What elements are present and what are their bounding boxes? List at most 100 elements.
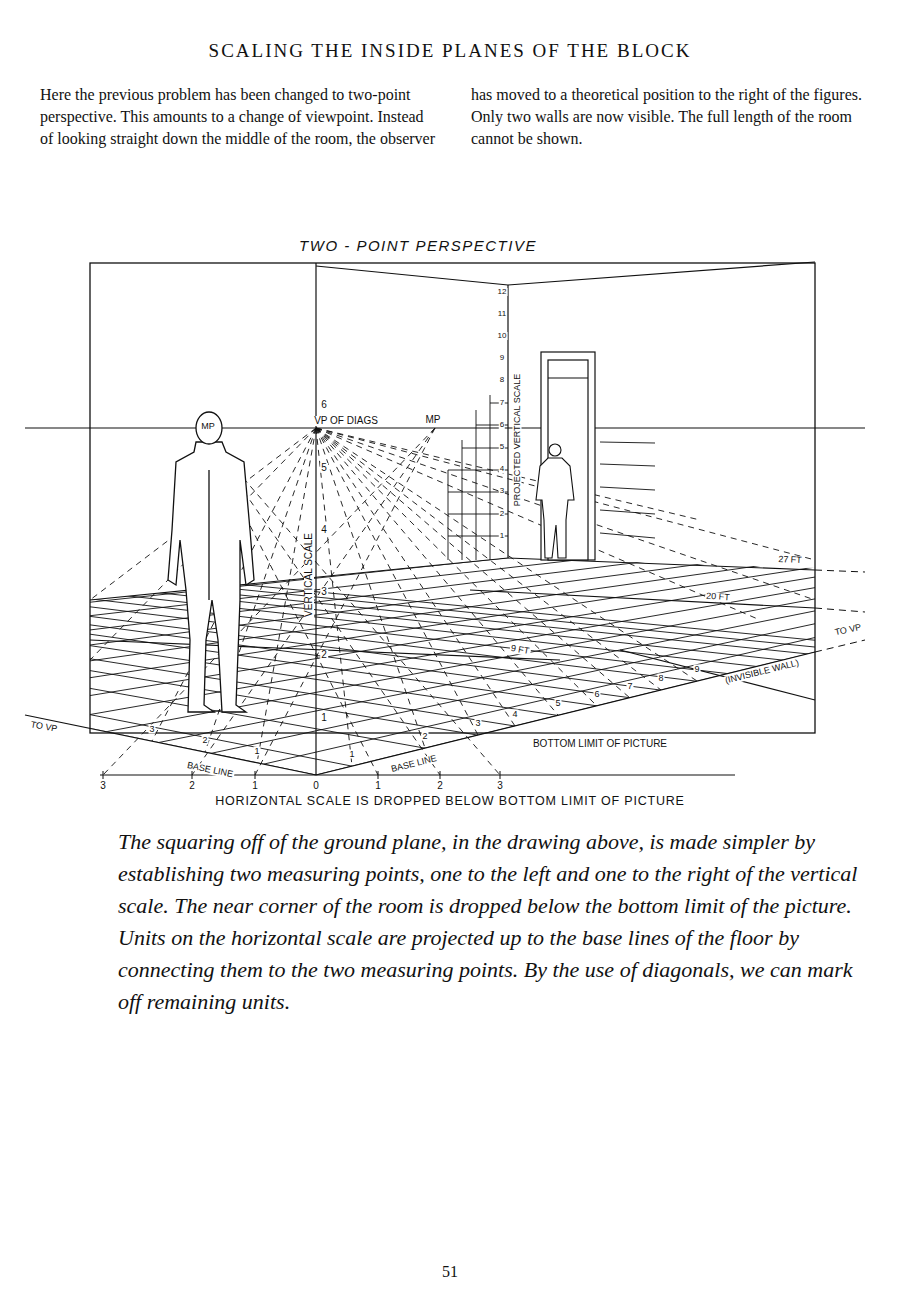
diagonal-line bbox=[255, 428, 435, 775]
scale-tick bbox=[192, 771, 193, 779]
wall-grid bbox=[600, 510, 655, 514]
diagonal-line bbox=[316, 428, 558, 715]
wall-grid bbox=[600, 442, 655, 443]
diagonal-line bbox=[316, 428, 697, 681]
base-number: 1 bbox=[348, 750, 355, 759]
room-edge bbox=[25, 715, 316, 775]
room-edge bbox=[100, 774, 735, 775]
wall-grid bbox=[600, 533, 655, 538]
point-label: VP OF DIAGS bbox=[313, 416, 379, 426]
diagonal-line bbox=[316, 428, 661, 690]
scale-tick bbox=[103, 771, 500, 779]
dashed-extension bbox=[815, 570, 865, 652]
base-number: 1 bbox=[253, 746, 260, 755]
scale-number: 4 bbox=[499, 465, 505, 473]
scale-tick bbox=[255, 771, 256, 779]
scale-label: PROJECTED VERTICAL SCALE bbox=[513, 373, 522, 508]
wall-grid bbox=[448, 470, 449, 560]
standing-man bbox=[196, 412, 222, 444]
wall-grid bbox=[476, 410, 477, 560]
intro-text: Here the previous problem has been chang… bbox=[40, 84, 868, 150]
page-number: 51 bbox=[441, 1264, 459, 1280]
base-number: 4 bbox=[511, 710, 518, 719]
diagonal-line bbox=[316, 428, 478, 735]
base-number: 8 bbox=[657, 674, 664, 683]
floor-grid bbox=[0, 428, 850, 644]
scale-number: 3 bbox=[99, 781, 107, 791]
room-edge bbox=[316, 266, 508, 285]
room-edge bbox=[90, 558, 508, 600]
scale-number: 8 bbox=[499, 376, 505, 384]
wall-label: (INVISIBLE WALL) bbox=[723, 658, 801, 686]
horizon-line bbox=[25, 427, 865, 428]
floor-grid bbox=[0, 428, 900, 634]
scale-number: 1 bbox=[320, 713, 328, 723]
room-edge bbox=[90, 640, 560, 660]
scale-tick bbox=[500, 771, 501, 779]
scale-number: 5 bbox=[499, 443, 505, 451]
diagonal-line bbox=[103, 428, 435, 775]
diagonal-line bbox=[152, 428, 316, 741]
small-figure bbox=[536, 458, 574, 558]
diagonal-line bbox=[257, 428, 316, 763]
diagonal-line bbox=[316, 428, 700, 520]
standing-man bbox=[208, 470, 209, 600]
floor-grid bbox=[0, 428, 352, 766]
floor-grid bbox=[0, 428, 597, 706]
room-edge bbox=[507, 285, 508, 558]
wall-grid bbox=[600, 487, 655, 490]
base-number: 2 bbox=[421, 732, 428, 741]
dimension-label: 20 FT bbox=[705, 592, 731, 603]
dashed-extension bbox=[815, 640, 865, 652]
door bbox=[548, 377, 588, 378]
diagonal-line bbox=[316, 428, 597, 706]
scale-number: 1 bbox=[374, 781, 382, 791]
scale-number: 4 bbox=[320, 525, 328, 535]
scale-number: 7 bbox=[499, 399, 505, 407]
wall-grid bbox=[462, 440, 463, 560]
direction-label: TO VP bbox=[833, 623, 863, 638]
small-figure bbox=[536, 444, 574, 558]
small-figure bbox=[549, 444, 561, 456]
base-number: 3 bbox=[474, 719, 481, 728]
scale-number: 3 bbox=[320, 587, 328, 597]
floor-grid bbox=[0, 428, 630, 698]
standing-man bbox=[168, 412, 254, 712]
scale-number: 6 bbox=[499, 421, 505, 429]
standing-man bbox=[168, 442, 254, 712]
page-title: SCALING THE INSIDE PLANES OF THE BLOCK bbox=[0, 40, 900, 62]
floor-grid bbox=[106, 428, 900, 732]
handwritten-caption: The squaring off of the ground plane, in… bbox=[118, 826, 878, 1018]
dimension-label: 9 FT bbox=[509, 644, 531, 656]
floor-grid bbox=[0, 428, 808, 654]
floor-grid bbox=[0, 428, 900, 775]
floor-grid bbox=[0, 428, 478, 735]
base-number: 2 bbox=[201, 736, 208, 745]
scale-number: 2 bbox=[320, 650, 328, 660]
room-edge bbox=[315, 263, 316, 775]
base-number: 7 bbox=[626, 681, 633, 690]
base-number: 9 bbox=[693, 665, 700, 674]
dashed-extension bbox=[815, 608, 865, 612]
wall-grid bbox=[490, 395, 491, 560]
scale-number: 10 bbox=[497, 332, 508, 340]
floor-grid bbox=[0, 428, 316, 775]
scale-number: 2 bbox=[436, 781, 444, 791]
scale-number: 11 bbox=[497, 310, 507, 318]
line-label: BASE LINE bbox=[185, 761, 234, 780]
scale-number: 2 bbox=[188, 781, 196, 791]
scale-number: 12 bbox=[497, 288, 508, 296]
diagonal-line bbox=[316, 428, 515, 726]
scale-number: 1 bbox=[499, 532, 505, 540]
base-number: 6 bbox=[593, 689, 600, 698]
dashed-extension bbox=[815, 570, 865, 572]
scale-number: 0 bbox=[312, 781, 320, 791]
wall-grid bbox=[600, 464, 655, 466]
diagonal-line bbox=[316, 428, 760, 620]
floor-grid bbox=[0, 428, 425, 748]
base-number: 5 bbox=[554, 699, 561, 708]
diagonal-line bbox=[90, 428, 815, 775]
floor-grid bbox=[1, 428, 900, 710]
scale-tick bbox=[378, 771, 379, 779]
